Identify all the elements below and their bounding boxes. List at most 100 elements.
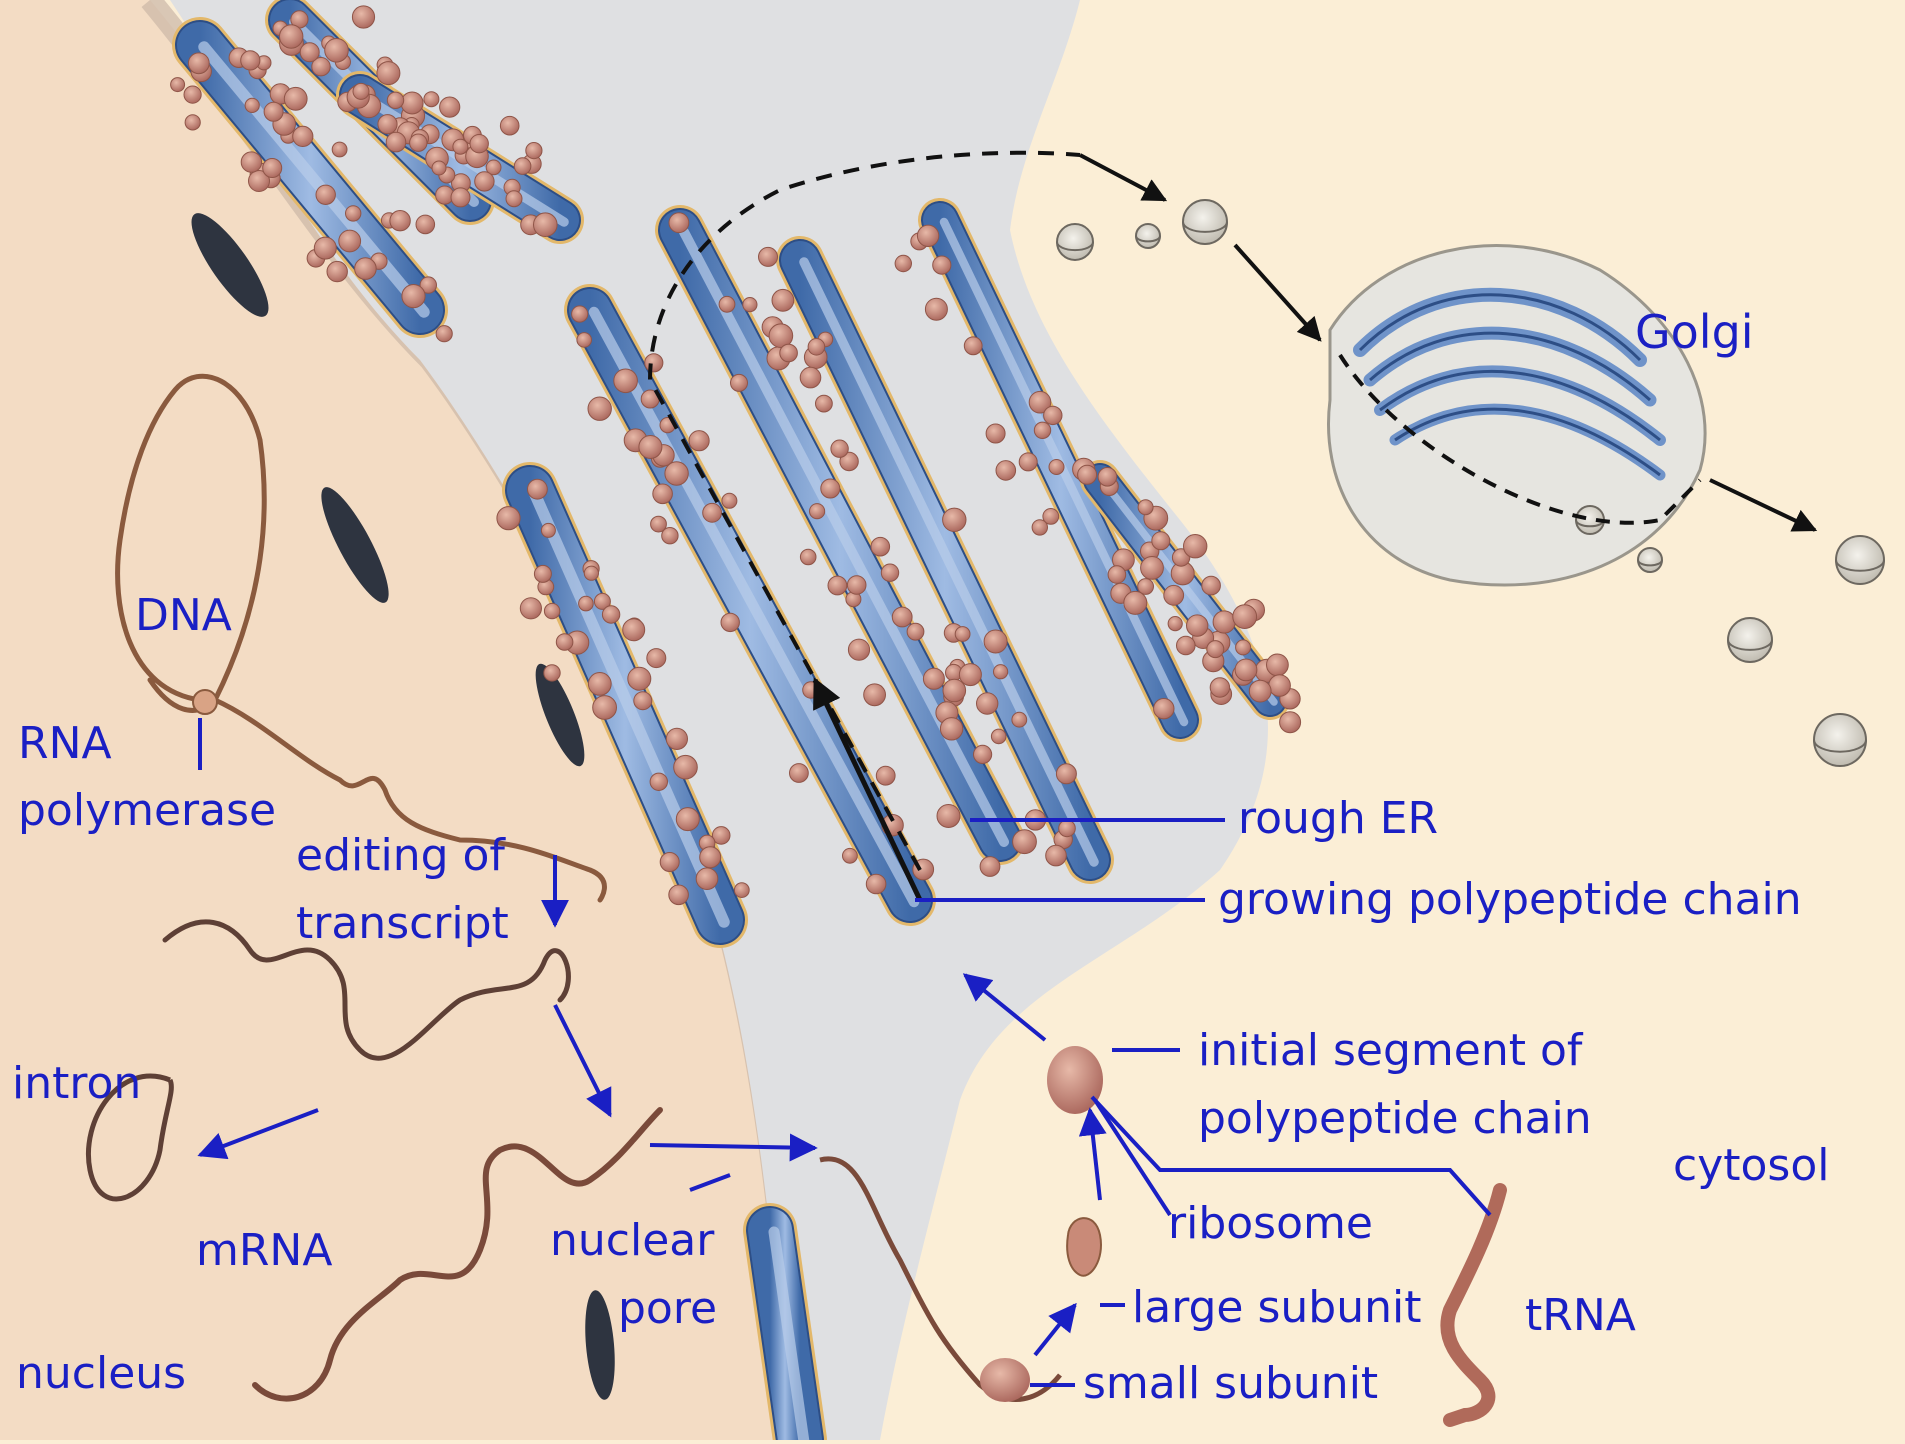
vesicle — [1728, 618, 1772, 662]
ribosome-dot — [1207, 641, 1224, 658]
ribosome-dot — [790, 764, 809, 783]
ribosome-dot — [171, 78, 185, 92]
ribosome-dot — [964, 337, 982, 355]
ribosome-dot — [1202, 576, 1221, 595]
ribosome-dot — [650, 773, 667, 790]
ribosome-dot — [808, 339, 825, 356]
ribosome-dot — [1235, 659, 1257, 681]
ribosome-dot — [925, 298, 947, 320]
ribosome-dot — [1098, 468, 1117, 487]
ribosome-dot — [943, 679, 966, 702]
ribosome-body — [1047, 1046, 1103, 1114]
small-subunit-shape — [980, 1358, 1030, 1402]
label-nucleus: nucleus — [16, 1348, 186, 1400]
ribosome-dot — [325, 39, 349, 63]
ribosome-dot — [703, 503, 722, 522]
label-mrna: mRNA — [196, 1225, 332, 1277]
label-rna-polymerase-1: RNA — [18, 718, 112, 770]
large-subunit-arrow — [1090, 1110, 1100, 1200]
ribosome-dot — [1032, 520, 1047, 535]
ribosome-dot — [689, 431, 709, 451]
ribosome-dot — [579, 596, 594, 611]
ribosome-dot — [1034, 422, 1050, 438]
ribosome-dot — [1152, 532, 1170, 550]
ribosome-dot — [674, 755, 698, 779]
ribosome-dot — [386, 132, 406, 152]
ribosome-dot — [719, 296, 735, 312]
ribosome-dot — [977, 693, 998, 714]
label-growing-chain: growing polypeptide chain — [1218, 874, 1802, 926]
ribosome-dot — [514, 158, 531, 175]
ribosome-dot — [544, 603, 559, 618]
ribosome-dot — [284, 87, 307, 110]
ribosome-dot — [800, 367, 821, 388]
vesicle — [1183, 200, 1227, 244]
ribosome-dot — [660, 853, 679, 872]
small-subunit-arrow — [1035, 1305, 1075, 1355]
ribosome-dot — [743, 298, 757, 312]
ribosome-dot — [907, 623, 924, 640]
ribosome-dot — [293, 126, 313, 146]
label-golgi: Golgi — [1635, 305, 1754, 359]
ribosome-dot — [390, 211, 410, 231]
ribosome-dot — [1210, 678, 1229, 697]
ribosome-dot — [1141, 557, 1164, 580]
label-ribosome: ribosome — [1168, 1198, 1373, 1250]
ribosome-dot — [245, 98, 259, 112]
ribosome-dot — [1108, 566, 1126, 584]
ribosome-dot — [843, 848, 858, 863]
ribosome-dot — [534, 213, 558, 237]
ribosome-dot — [526, 143, 542, 159]
ribosome-dot — [666, 728, 687, 749]
ribosome-dot — [332, 142, 347, 157]
ribosome-dot — [541, 523, 555, 537]
ribosome-dot — [577, 333, 592, 348]
ribosome-dot — [1168, 617, 1182, 631]
ribosome-dot — [263, 159, 282, 178]
rna-polymerase-blob — [193, 690, 217, 714]
ribosome-dot — [653, 484, 673, 504]
ribosome-dot — [943, 508, 966, 531]
ribosome-dot — [892, 607, 912, 627]
ribosome-dot — [759, 247, 778, 266]
ribosome-dot — [352, 6, 374, 28]
ribosome-dot — [410, 134, 427, 151]
ribosome-dot — [584, 566, 598, 580]
ribosome-dot — [497, 507, 520, 530]
label-initial-segment-1: initial segment of — [1198, 1025, 1582, 1077]
ribosome-dot — [1019, 453, 1037, 471]
pathway-arrow-to-golgi — [1235, 245, 1320, 340]
ribosome-dot — [994, 665, 1008, 679]
ribosome-dot — [721, 613, 739, 631]
ribosome-dot — [593, 696, 617, 720]
vesicle — [1057, 224, 1093, 260]
ribosome-dot — [828, 576, 847, 595]
ribosome-dot — [871, 537, 890, 556]
ribosome-dot — [700, 847, 721, 868]
ribosome-dot — [986, 424, 1005, 443]
ribosome-dot — [440, 97, 460, 117]
ribosome-dot — [544, 665, 560, 681]
pathway-arrow-exit — [1710, 480, 1815, 530]
ribosome-dot — [1184, 535, 1207, 558]
golgi-apparatus — [1329, 246, 1706, 585]
ribosome-dot — [614, 369, 638, 393]
ribosome-dot — [881, 564, 898, 581]
ribosome-dot — [991, 729, 1006, 744]
ribosome-dot — [1177, 636, 1196, 655]
label-nuclear-pore-2: pore — [618, 1283, 717, 1335]
ribosome-dot — [188, 53, 209, 74]
label-intron: intron — [12, 1058, 141, 1110]
ribosome-dot — [876, 766, 895, 785]
ribosome-dot — [676, 808, 699, 831]
ribosome-dot — [623, 619, 645, 641]
ribosome-dot — [377, 62, 400, 85]
ribosome-dot — [923, 668, 944, 689]
ribosome-dot — [1078, 465, 1097, 484]
ribosome-dot — [639, 436, 662, 459]
ribosome-dot — [1280, 712, 1301, 733]
ribosome-dot — [895, 255, 911, 271]
ribosome-dot — [669, 213, 689, 233]
ribosome-dot — [1012, 712, 1027, 727]
label-nuclear-pore-1: nuclear — [550, 1215, 714, 1267]
